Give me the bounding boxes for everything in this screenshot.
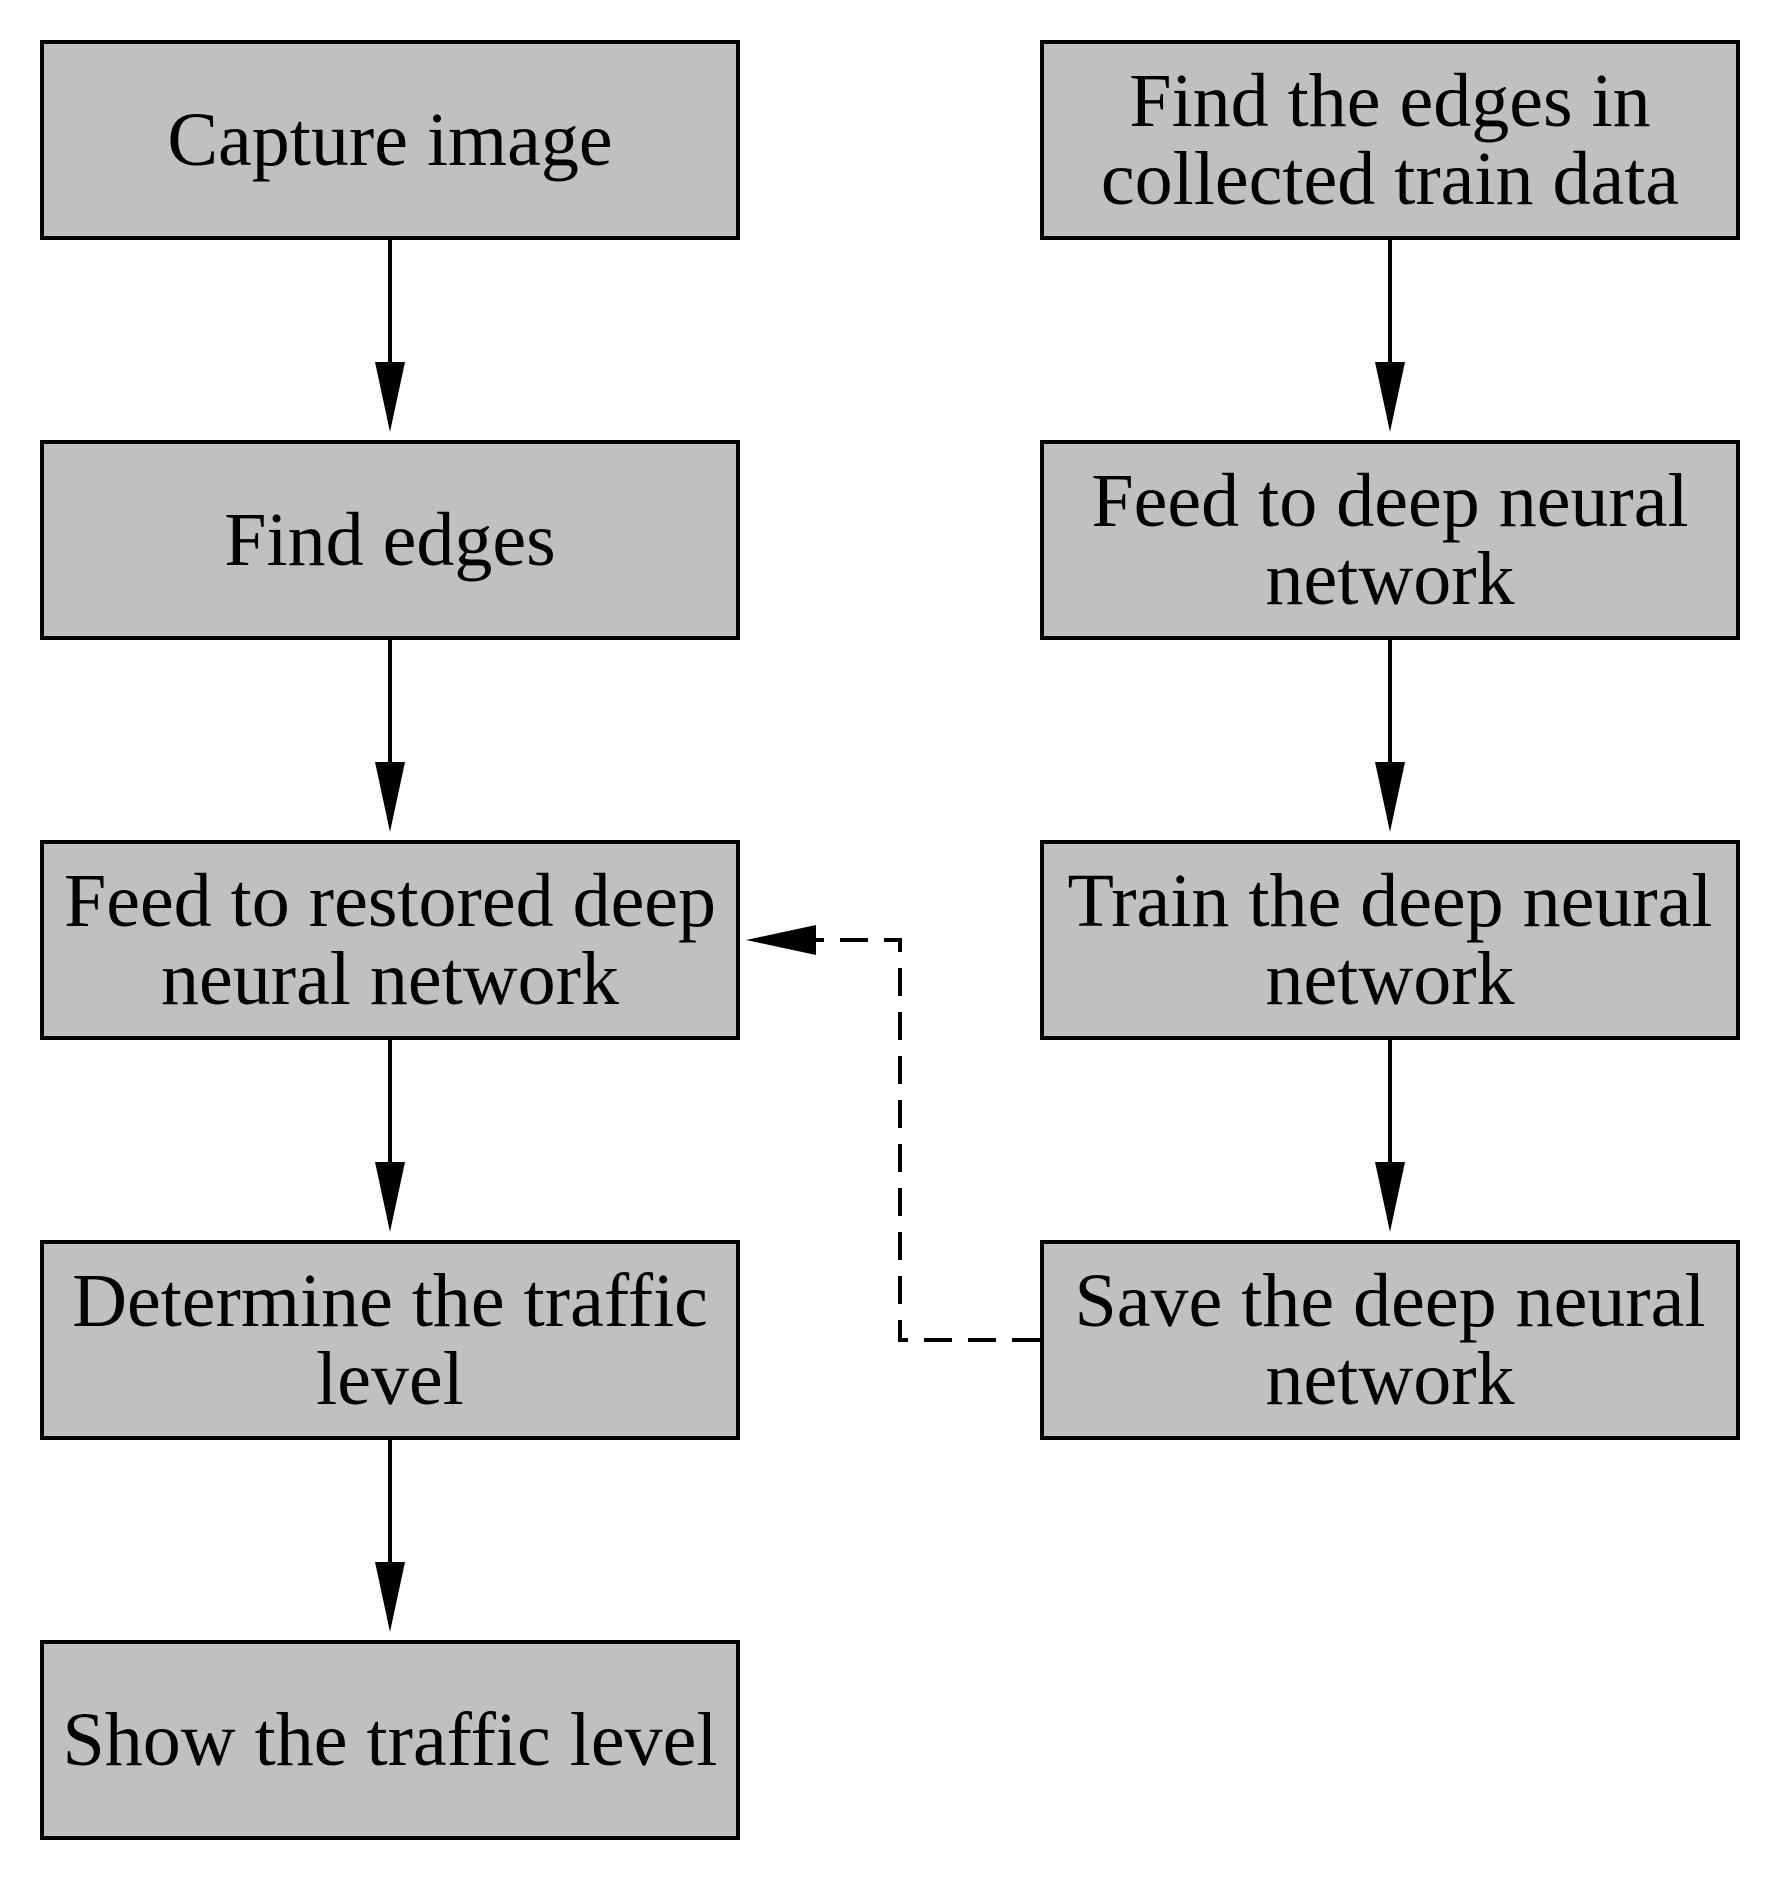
arrow-capture-to-find-edges: [375, 240, 405, 432]
node-label: Train the deep neural network: [1067, 859, 1713, 1021]
node-find-train-edges: Find the edges in collected train data: [1040, 40, 1740, 240]
node-feed-dnn: Feed to deep neural network: [1040, 440, 1740, 640]
node-label: Feed to restored deep neural network: [63, 859, 717, 1021]
node-train-dnn: Train the deep neural network: [1040, 840, 1740, 1040]
node-capture-image: Capture image: [40, 40, 740, 240]
dashed-arrow-save-to-feed-restored: [746, 925, 1040, 1342]
node-label: Save the deep neural network: [1074, 1259, 1706, 1421]
arrow-find-edges-to-feed-restored: [375, 640, 405, 832]
node-save-dnn: Save the deep neural network: [1040, 1240, 1740, 1440]
arrow-feed-restored-to-determine: [375, 1040, 405, 1232]
node-determine-traffic: Determine the traffic level: [40, 1240, 740, 1440]
node-label: Show the traffic level: [62, 1698, 718, 1782]
node-label: Find the edges in collected train data: [1100, 59, 1680, 221]
node-label: Find edges: [224, 498, 556, 582]
node-find-edges: Find edges: [40, 440, 740, 640]
node-show-traffic: Show the traffic level: [40, 1640, 740, 1840]
node-label: Feed to deep neural network: [1091, 459, 1689, 621]
arrow-determine-to-show: [375, 1440, 405, 1632]
node-label: Capture image: [167, 98, 613, 182]
node-feed-restored: Feed to restored deep neural network: [40, 840, 740, 1040]
node-label: Determine the traffic level: [72, 1259, 708, 1421]
arrow-train-to-save: [1375, 1040, 1405, 1232]
arrow-feed-dnn-to-train: [1375, 640, 1405, 832]
arrow-find-train-to-feed-dnn: [1375, 240, 1405, 432]
